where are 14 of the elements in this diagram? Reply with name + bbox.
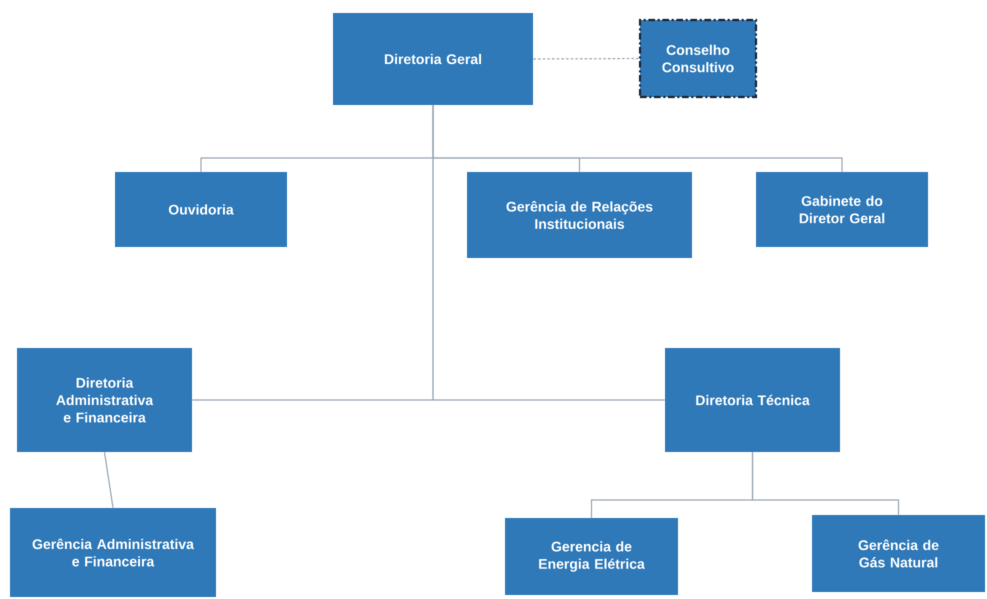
org-box: Diretoria Geral xyxy=(333,13,533,105)
connector-line xyxy=(533,58,639,60)
org-box: Gerência Administrativa e Financeira xyxy=(10,508,216,598)
org-box: Diretoria Técnica xyxy=(665,348,840,452)
dashed-box: Conselho Consultivo xyxy=(638,18,758,98)
org-box: Gabinete do Diretor Geral xyxy=(756,172,928,247)
connector-line xyxy=(752,452,900,515)
connector-line xyxy=(104,452,114,508)
org-box: Gerência de Relações Institucionais xyxy=(467,172,692,258)
connector-line xyxy=(432,105,665,401)
org-box: Ouvidoria xyxy=(115,172,287,247)
org-box: Gerência de Gás Natural xyxy=(812,515,986,592)
org-box: Diretoria Administrativa e Financeira xyxy=(17,348,192,452)
org-box: Gerencia de Energia Elétrica xyxy=(505,518,678,595)
